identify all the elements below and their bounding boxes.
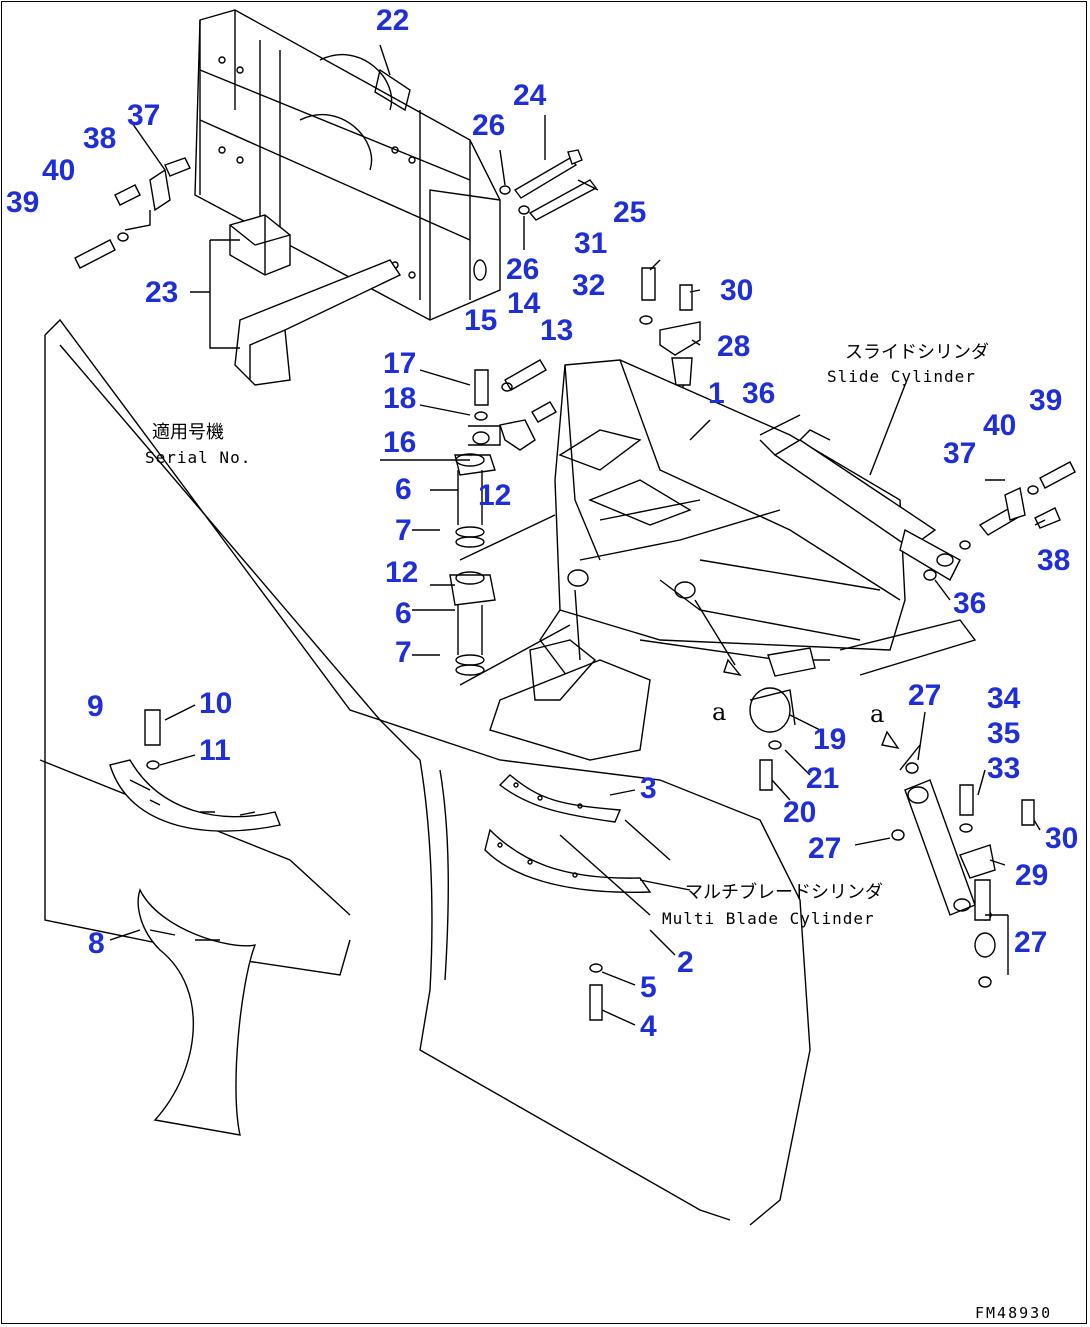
multi-cylinder-label-jp: マルチブレードシリンダ xyxy=(685,881,883,903)
callout-31: 31 xyxy=(574,227,607,260)
callout-16: 16 xyxy=(383,426,416,459)
leader-lines xyxy=(109,44,1046,956)
callout-4: 4 xyxy=(640,1010,657,1043)
callout-39-left: 39 xyxy=(6,186,39,219)
callout-40-left: 40 xyxy=(42,154,75,187)
callout-24: 24 xyxy=(513,79,547,112)
callout-38-right: 38 xyxy=(1037,544,1070,577)
callout-36-bottom: 36 xyxy=(953,587,986,620)
callout-7-bottom: 7 xyxy=(395,636,412,669)
callout-2: 2 xyxy=(677,946,694,979)
callout-22: 22 xyxy=(376,4,409,37)
block-part-19 xyxy=(694,599,816,791)
figure-code: FM48930 xyxy=(975,1304,1052,1322)
pin-set-left xyxy=(74,157,191,269)
callout-36-top: 36 xyxy=(742,377,775,410)
callout-14: 14 xyxy=(507,287,541,320)
bolt-part-4-5 xyxy=(589,963,636,1026)
callout-6-top: 6 xyxy=(395,473,412,506)
callout-25: 25 xyxy=(613,196,646,229)
callouts: 22 24 26 37 38 40 39 25 26 31 32 30 23 1… xyxy=(6,4,1078,1043)
callout-1: 1 xyxy=(708,377,725,410)
plate-part-9 xyxy=(109,709,281,832)
callout-12-bottom: 12 xyxy=(385,556,418,589)
frame-part-22 xyxy=(194,9,501,321)
serial-label-en: Serial No. xyxy=(145,448,251,467)
callout-40-right: 40 xyxy=(983,409,1016,442)
callout-27-mid: 27 xyxy=(808,832,841,865)
callout-11: 11 xyxy=(199,734,231,767)
callout-35: 35 xyxy=(987,717,1020,750)
callout-6-bottom: 6 xyxy=(395,597,412,630)
pin-set-right xyxy=(978,461,1076,536)
plates-part-2-3 xyxy=(484,774,671,916)
callout-19: 19 xyxy=(813,723,846,756)
line-art xyxy=(39,9,1076,1226)
callout-30-top: 30 xyxy=(720,274,753,307)
callout-27-bottom: 27 xyxy=(1014,926,1047,959)
pin-stack-left xyxy=(380,359,571,686)
slide-cylinder-label: スライドシリンダ Slide Cylinder xyxy=(827,342,989,386)
plate-part-8 xyxy=(137,888,257,1136)
bolt-set-top xyxy=(499,149,598,250)
callout-34: 34 xyxy=(987,682,1021,715)
callout-7-top: 7 xyxy=(395,514,412,547)
view-mark-a-right: a xyxy=(870,700,884,728)
callout-33: 33 xyxy=(987,752,1020,785)
callout-38-left: 38 xyxy=(83,122,116,155)
callout-28: 28 xyxy=(717,330,750,363)
view-mark-a-left: a xyxy=(712,698,726,726)
callout-3: 3 xyxy=(640,772,657,805)
callout-26-mid: 26 xyxy=(506,253,539,286)
callout-30-right: 30 xyxy=(1045,822,1078,855)
callout-20: 20 xyxy=(783,796,816,829)
callout-26-top: 26 xyxy=(472,109,505,142)
slide-cylinder xyxy=(759,414,971,581)
callout-29: 29 xyxy=(1015,859,1048,892)
callout-10: 10 xyxy=(199,687,232,720)
callout-27-top: 27 xyxy=(908,679,941,712)
serial-label: 適用号機 Serial No. xyxy=(145,422,251,467)
callout-13: 13 xyxy=(540,314,573,347)
bracket-part-23 xyxy=(190,214,402,386)
callout-37-left: 37 xyxy=(127,99,160,132)
callout-12-top: 12 xyxy=(478,479,511,512)
multi-blade-cylinder xyxy=(881,730,1035,988)
serial-label-jp: 適用号機 xyxy=(152,422,224,443)
slide-cylinder-label-en: Slide Cylinder xyxy=(827,367,976,386)
callout-32: 32 xyxy=(572,269,605,302)
multi-cylinder-label-en: Multi Blade Cylinder xyxy=(662,909,875,928)
callout-37-right: 37 xyxy=(943,437,976,470)
blade-assembly xyxy=(39,318,811,1226)
callout-18: 18 xyxy=(383,382,416,415)
slide-cylinder-label-jp: スライドシリンダ xyxy=(845,342,989,363)
callout-5: 5 xyxy=(640,971,657,1004)
callout-39-right: 39 xyxy=(1029,384,1062,417)
callout-9: 9 xyxy=(87,690,104,723)
callout-21: 21 xyxy=(806,762,839,795)
callout-17: 17 xyxy=(383,347,416,380)
callout-15: 15 xyxy=(464,304,497,337)
callout-23: 23 xyxy=(145,276,178,309)
callout-8: 8 xyxy=(88,927,105,960)
multi-cylinder-label: マルチブレードシリンダ Multi Blade Cylinder xyxy=(662,881,883,928)
